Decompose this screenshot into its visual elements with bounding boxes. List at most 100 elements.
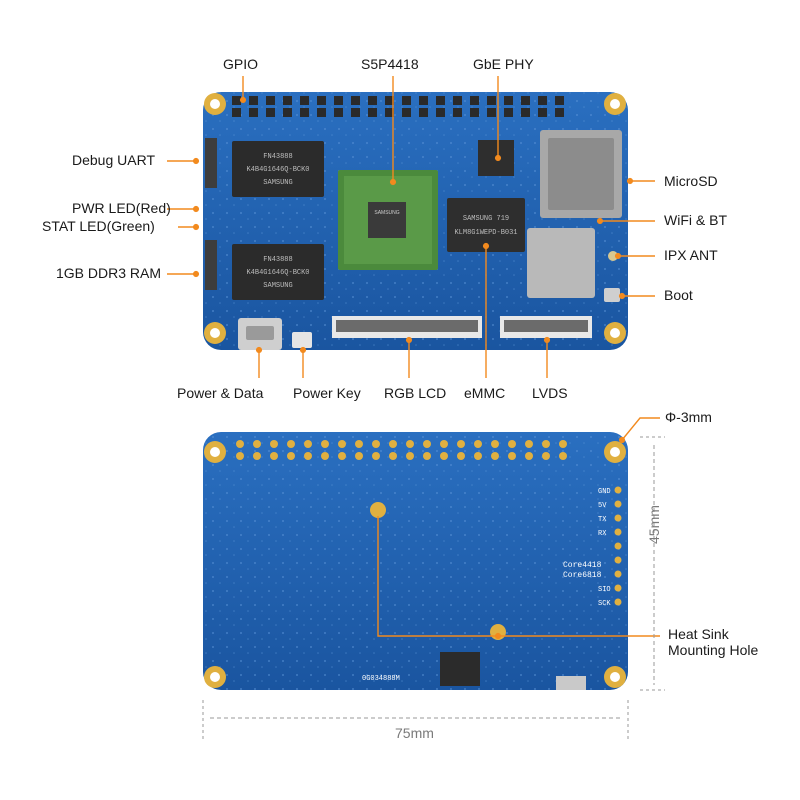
edge-pad — [614, 584, 622, 592]
label-debug-uart: Debug UART — [72, 152, 156, 168]
label-power-key: Power Key — [293, 385, 361, 401]
gpio-pin — [300, 108, 309, 117]
label-ram: 1GB DDR3 RAM — [56, 265, 162, 281]
label-rgb-lcd: RGB LCD — [384, 385, 447, 401]
edge-pad-label: GND — [598, 488, 611, 496]
gpio-pin — [555, 108, 564, 117]
label-width-dimension: 75mm — [395, 725, 434, 741]
gpio-pin — [555, 96, 564, 105]
label-power-data: Power & Data — [177, 385, 264, 401]
gpio-pad — [508, 440, 516, 448]
gpio-pin — [419, 96, 428, 105]
gpio-pin — [334, 108, 343, 117]
gpio-pad — [338, 452, 346, 460]
gpio-pin — [504, 108, 513, 117]
gpio-pad — [440, 440, 448, 448]
gpio-pad — [491, 452, 499, 460]
gpio-pad — [389, 452, 397, 460]
gpio-pin — [487, 96, 496, 105]
gpio-pad — [559, 440, 567, 448]
soc-chip: SAMSUNG — [338, 170, 438, 270]
power-key-button — [292, 332, 312, 348]
gpio-pad — [253, 452, 261, 460]
ram-chip-top: FN43888 K4B4G1646Q-BCK0 SAMSUNG — [232, 141, 324, 197]
gpio-pad — [423, 440, 431, 448]
gpio-pin — [232, 96, 241, 105]
gpio-pin — [334, 96, 343, 105]
edge-pad — [614, 598, 622, 606]
gpio-pin — [249, 96, 258, 105]
svg-text:0G034888M: 0G034888M — [362, 675, 400, 683]
label-emmc: eMMC — [464, 385, 506, 401]
heat-sink-hole-right — [490, 624, 506, 640]
heat-sink-hole-left — [370, 502, 386, 518]
top-mounting-holes — [204, 93, 626, 344]
label-mounting-hole: Mounting Hole — [668, 642, 759, 658]
gpio-pad — [525, 452, 533, 460]
gpio-pad — [542, 440, 550, 448]
svg-text:KLM8G1WEPD-B031: KLM8G1WEPD-B031 — [454, 229, 517, 237]
bottom-mounting-holes — [204, 441, 626, 688]
gpio-pad — [270, 440, 278, 448]
gpio-pin — [487, 108, 496, 117]
gpio-pad — [338, 440, 346, 448]
gpio-pin — [436, 108, 445, 117]
gpio-pad — [508, 452, 516, 460]
label-stat-led: STAT LED(Green) — [42, 218, 155, 234]
label-heat-sink: Heat Sink — [668, 626, 729, 642]
gpio-pad — [287, 440, 295, 448]
gpio-pin — [470, 96, 479, 105]
edge-pad-label: TX — [598, 516, 607, 524]
edge-pad — [614, 556, 622, 564]
gpio-pad — [355, 440, 363, 448]
label-pwr-led: PWR LED(Red) — [72, 200, 171, 216]
gpio-pad — [406, 452, 414, 460]
svg-text:SAMSUNG 719: SAMSUNG 719 — [463, 215, 509, 223]
svg-text:SAMSUNG: SAMSUNG — [374, 210, 399, 216]
bottom-ic — [440, 652, 480, 686]
svg-text:FN43888: FN43888 — [263, 256, 292, 264]
svg-text:FN43888: FN43888 — [263, 153, 292, 161]
label-height-dimension: 45mm — [646, 505, 662, 544]
gpio-pin — [521, 108, 530, 117]
gpio-pad — [440, 452, 448, 460]
gpio-pad — [287, 452, 295, 460]
gpio-pad — [355, 452, 363, 460]
gpio-pad — [474, 440, 482, 448]
bottom-usb-pads — [556, 676, 586, 690]
gpio-pad — [321, 440, 329, 448]
gpio-pin — [368, 108, 377, 117]
gpio-pad — [542, 452, 550, 460]
boot-button — [604, 288, 620, 302]
gpio-pin — [317, 96, 326, 105]
dimension-lines — [202, 436, 665, 740]
edge-pad-label: RX — [598, 530, 607, 538]
gpio-pin — [368, 96, 377, 105]
gpio-pad — [423, 452, 431, 460]
gpio-pin — [453, 108, 462, 117]
label-wifi-bt: WiFi & BT — [664, 212, 727, 228]
debug-uart-header — [205, 138, 217, 290]
gpio-pad — [406, 440, 414, 448]
svg-text:Core6818: Core6818 — [563, 571, 602, 580]
gpio-pin — [317, 108, 326, 117]
gpio-pad — [304, 440, 312, 448]
edge-pad — [614, 500, 622, 508]
gpio-pad — [236, 440, 244, 448]
edge-pad — [614, 542, 622, 550]
gpio-pad — [321, 452, 329, 460]
label-boot: Boot — [664, 287, 693, 303]
edge-pad-label: 5V — [598, 502, 607, 510]
gpio-pin — [385, 108, 394, 117]
gpio-pad — [389, 440, 397, 448]
gpio-pin — [266, 96, 275, 105]
gpio-pin — [453, 96, 462, 105]
gpio-pin — [283, 96, 292, 105]
gpio-pad — [491, 440, 499, 448]
gpio-pad — [372, 440, 380, 448]
edge-pad — [614, 570, 622, 578]
gpio-pin — [351, 108, 360, 117]
gpio-pin — [538, 108, 547, 117]
label-hole-diameter: Φ-3mm — [665, 409, 712, 425]
